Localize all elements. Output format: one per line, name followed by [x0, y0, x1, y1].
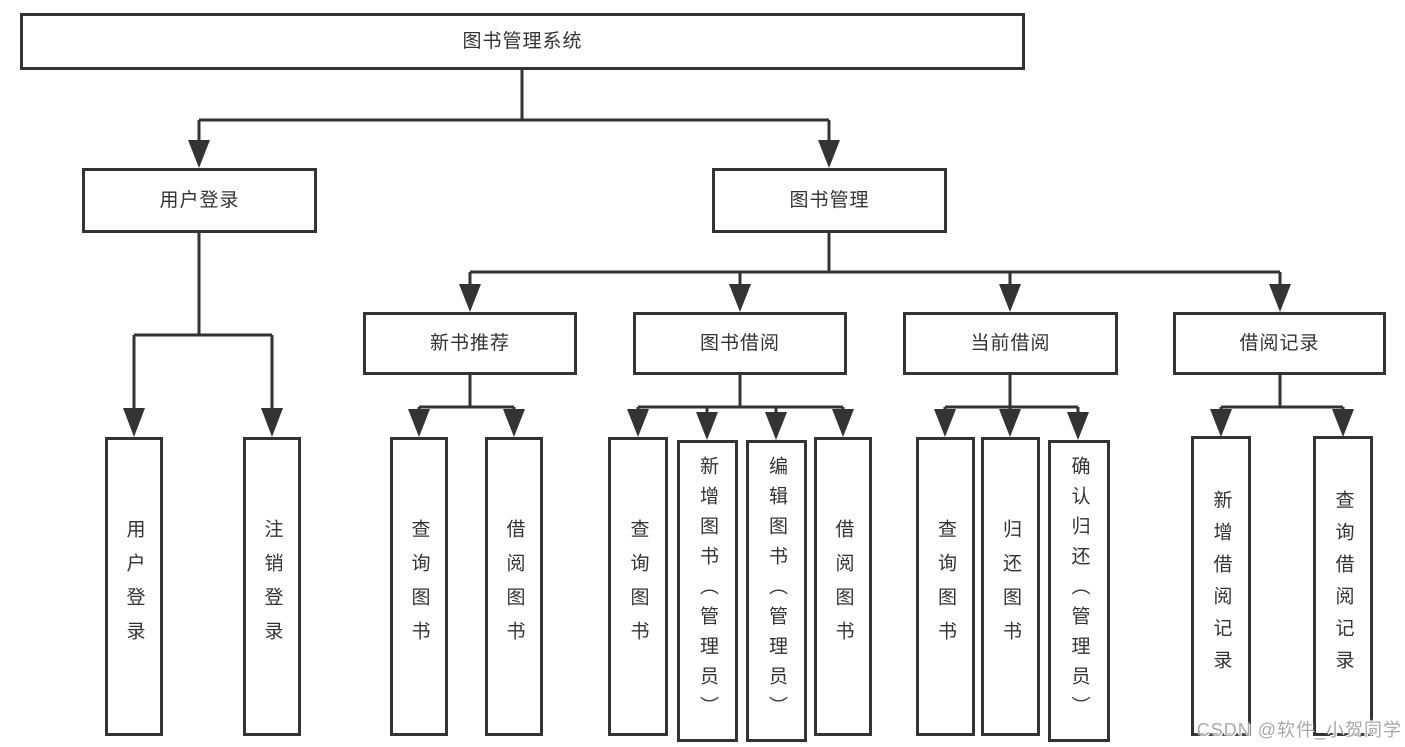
- connector-currentborrow-to-leaves: [943, 375, 1080, 415]
- node-user-login: 用户登录: [82, 168, 317, 233]
- node-library-management-system: 图书管理系统: [20, 13, 1025, 70]
- arrowhead: [934, 409, 956, 437]
- connector-bookmgmt-to-level3: [468, 233, 1282, 286]
- node-leaf-user-login: 用户登录: [105, 437, 163, 736]
- connector-userlogin-to-leaves: [132, 233, 274, 410]
- arrowhead: [1269, 284, 1291, 312]
- node-book-borrow: 图书借阅: [633, 312, 847, 375]
- node-leaf-query-borrow-record: 查询借阅记录: [1313, 436, 1373, 736]
- arrowhead: [123, 408, 145, 437]
- arrowhead: [188, 140, 210, 168]
- node-current-borrow: 当前借阅: [903, 312, 1118, 375]
- arrowhead: [999, 284, 1021, 312]
- arrowhead: [503, 409, 525, 437]
- node-leaf-borrow-book-1: 借阅图书: [485, 437, 543, 736]
- watermark-text: CSDN @软件_小贺同学: [1196, 720, 1402, 740]
- node-leaf-return-book: 归还图书: [981, 437, 1040, 736]
- arrowhead: [408, 409, 430, 437]
- node-leaf-borrow-book-2: 借阅图书: [814, 437, 872, 736]
- arrowhead: [627, 409, 649, 437]
- connector-records-to-leaves: [1219, 375, 1345, 412]
- node-leaf-confirm-return-admin: 确认归还（管理员）: [1048, 440, 1110, 742]
- arrowhead: [261, 408, 283, 437]
- connector-newbook-to-leaves: [417, 375, 516, 412]
- arrowhead: [1067, 412, 1089, 440]
- node-leaf-query-book-3: 查询图书: [916, 437, 975, 736]
- connector-root-to-level2: [197, 70, 831, 144]
- arrowhead: [459, 284, 481, 312]
- arrowhead: [832, 409, 854, 437]
- node-leaf-query-book-2: 查询图书: [608, 437, 668, 736]
- arrowhead: [729, 284, 751, 312]
- node-leaf-add-borrow-record: 新增借阅记录: [1191, 436, 1251, 736]
- arrowhead: [696, 412, 718, 440]
- node-new-book-recommend: 新书推荐: [363, 312, 577, 375]
- node-leaf-query-book-1: 查询图书: [390, 437, 448, 736]
- arrowhead: [1210, 409, 1232, 437]
- node-leaf-edit-book-admin: 编辑图书（管理员）: [746, 440, 807, 742]
- arrowhead: [818, 140, 840, 168]
- arrowhead: [999, 409, 1021, 437]
- arrowhead: [1332, 409, 1354, 437]
- node-book-management: 图书管理: [712, 168, 947, 233]
- connector-bookborrow-to-leaves: [636, 375, 845, 415]
- node-borrow-records: 借阅记录: [1173, 312, 1386, 375]
- node-leaf-logout: 注销登录: [243, 437, 301, 736]
- arrowhead: [765, 412, 787, 440]
- node-leaf-add-book-admin: 新增图书（管理员）: [677, 440, 738, 742]
